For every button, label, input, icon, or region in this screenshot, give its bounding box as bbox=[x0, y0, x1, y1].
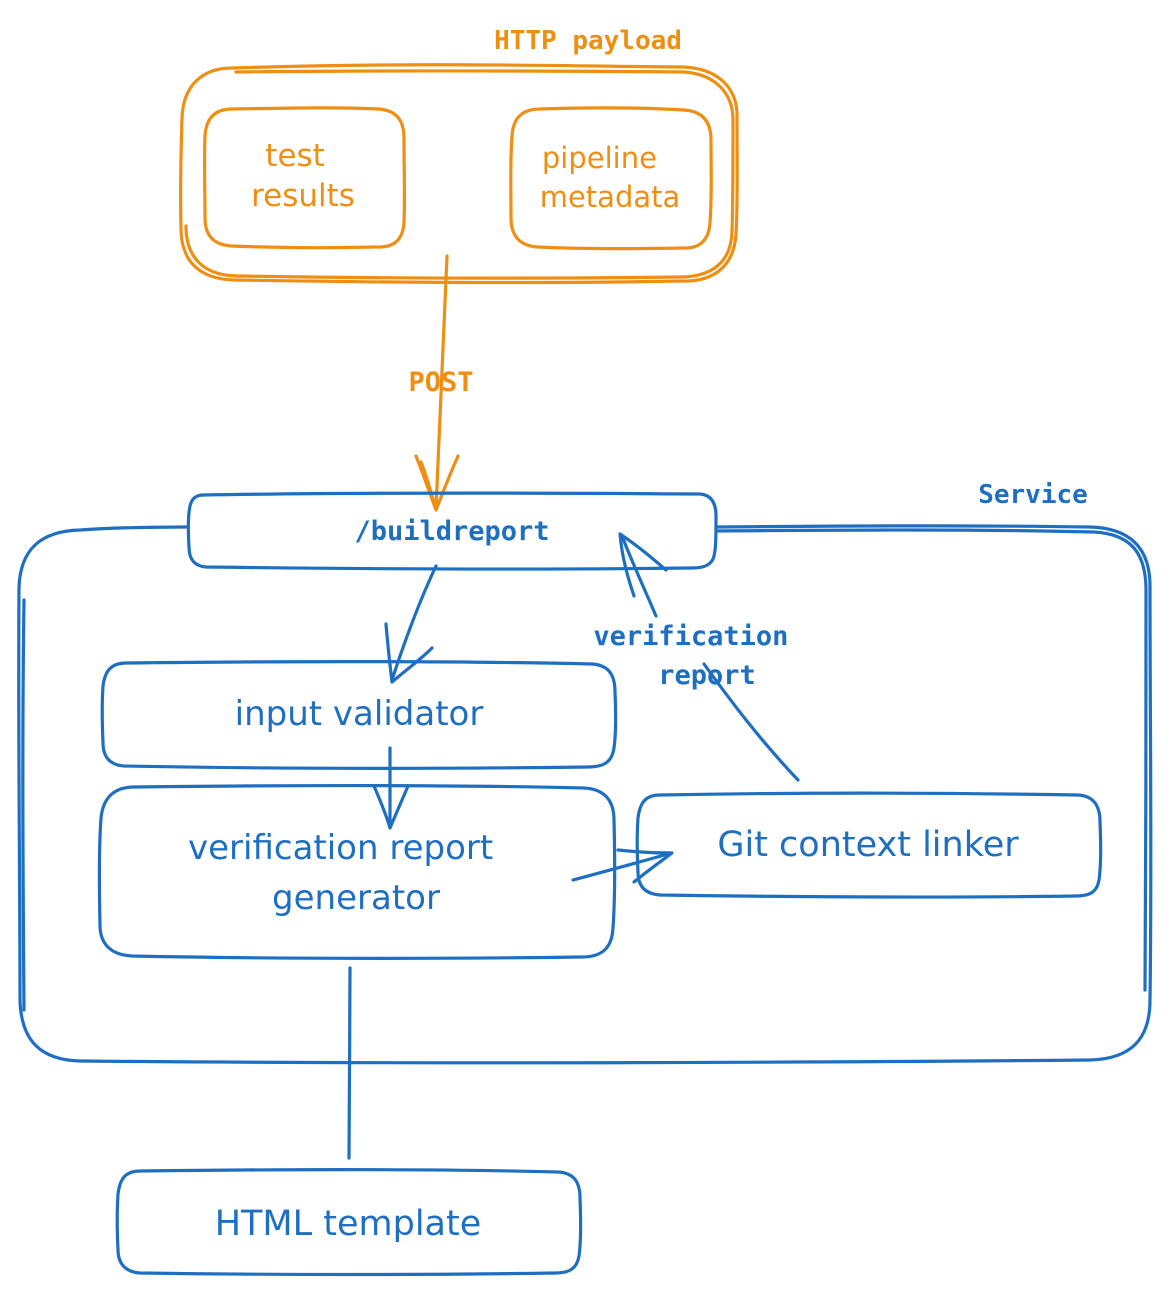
generator-to-linker-arrow bbox=[571, 848, 674, 884]
endpoint-node: /buildreport bbox=[186, 491, 718, 571]
post-arrow: POST bbox=[408, 254, 474, 512]
endpoint-to-validator-arrow bbox=[384, 564, 438, 684]
git-linker-node: Git context linker bbox=[635, 791, 1103, 899]
post-arrow-head bbox=[414, 454, 460, 512]
input-validator-label: input validator bbox=[235, 694, 484, 734]
http-payload-label: HTTP payload bbox=[494, 26, 682, 56]
pipeline-metadata-box bbox=[509, 106, 713, 251]
report-generator-label: verification report generator bbox=[188, 828, 504, 918]
generator-to-template-line bbox=[347, 966, 352, 1160]
verification-report-edge-label: verification report bbox=[593, 621, 804, 691]
test-results-label: test results bbox=[251, 138, 355, 214]
html-template-label: HTML template bbox=[215, 1204, 482, 1244]
service-label: Service bbox=[978, 480, 1088, 510]
post-label: POST bbox=[408, 367, 473, 398]
test-results-box bbox=[202, 106, 407, 250]
input-validator-node: input validator bbox=[100, 660, 618, 770]
html-template-node: HTML template bbox=[115, 1168, 583, 1277]
pipeline-metadata-label: pipeline metadata bbox=[540, 141, 681, 214]
http-payload-group: HTTP payload test results pipeline metad… bbox=[178, 26, 739, 285]
html-template-box bbox=[115, 1168, 583, 1277]
http-payload-outline bbox=[178, 63, 739, 285]
service-group: Service bbox=[17, 480, 1153, 1065]
input-validator-box bbox=[100, 660, 618, 770]
validator-to-generator-arrow bbox=[372, 746, 410, 830]
post-arrow-shaft bbox=[434, 254, 449, 510]
endpoint-label: /buildreport bbox=[354, 516, 549, 547]
service-outline bbox=[17, 524, 1153, 1065]
git-linker-label: Git context linker bbox=[717, 825, 1019, 865]
report-generator-box bbox=[97, 784, 617, 960]
linker-to-endpoint-arrow: verification report bbox=[593, 532, 804, 782]
endpoint-box bbox=[186, 491, 718, 571]
report-generator-node: verification report generator bbox=[97, 784, 617, 960]
